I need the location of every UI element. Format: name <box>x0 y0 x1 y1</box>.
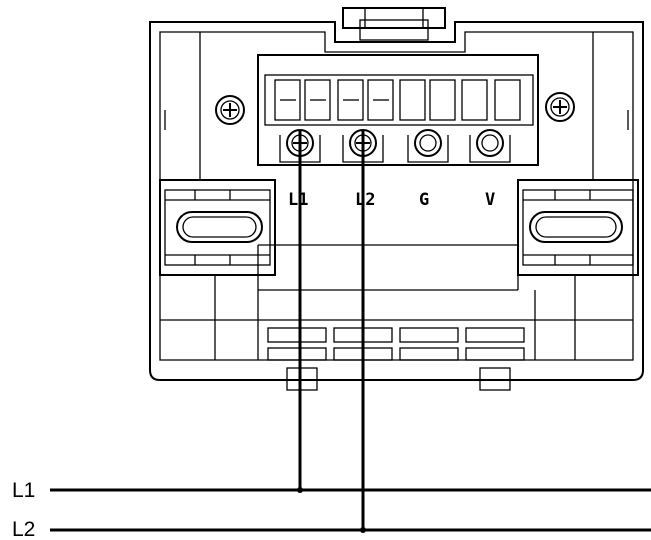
junction-l2 <box>360 527 366 533</box>
lower-body-details <box>160 244 633 361</box>
terminal-label-l2: L2 <box>355 190 375 210</box>
junction-l1 <box>297 487 303 493</box>
terminal-label-v: V <box>485 190 495 210</box>
mounting-screw-right <box>545 92 575 122</box>
terminal-label-g: G <box>419 190 429 210</box>
line-label-l1: L1 <box>12 479 35 502</box>
terminal-block <box>257 54 539 166</box>
line-label-l2: L2 <box>12 518 35 540</box>
mounting-slot-right <box>517 179 639 276</box>
terminal-label-l1: L1 <box>288 190 308 210</box>
terminal-screw-v <box>476 129 504 157</box>
device-housing <box>149 7 644 391</box>
terminal-screw-g <box>414 129 442 157</box>
mounting-slot-left <box>159 179 276 276</box>
mounting-screw-left <box>215 95 245 125</box>
